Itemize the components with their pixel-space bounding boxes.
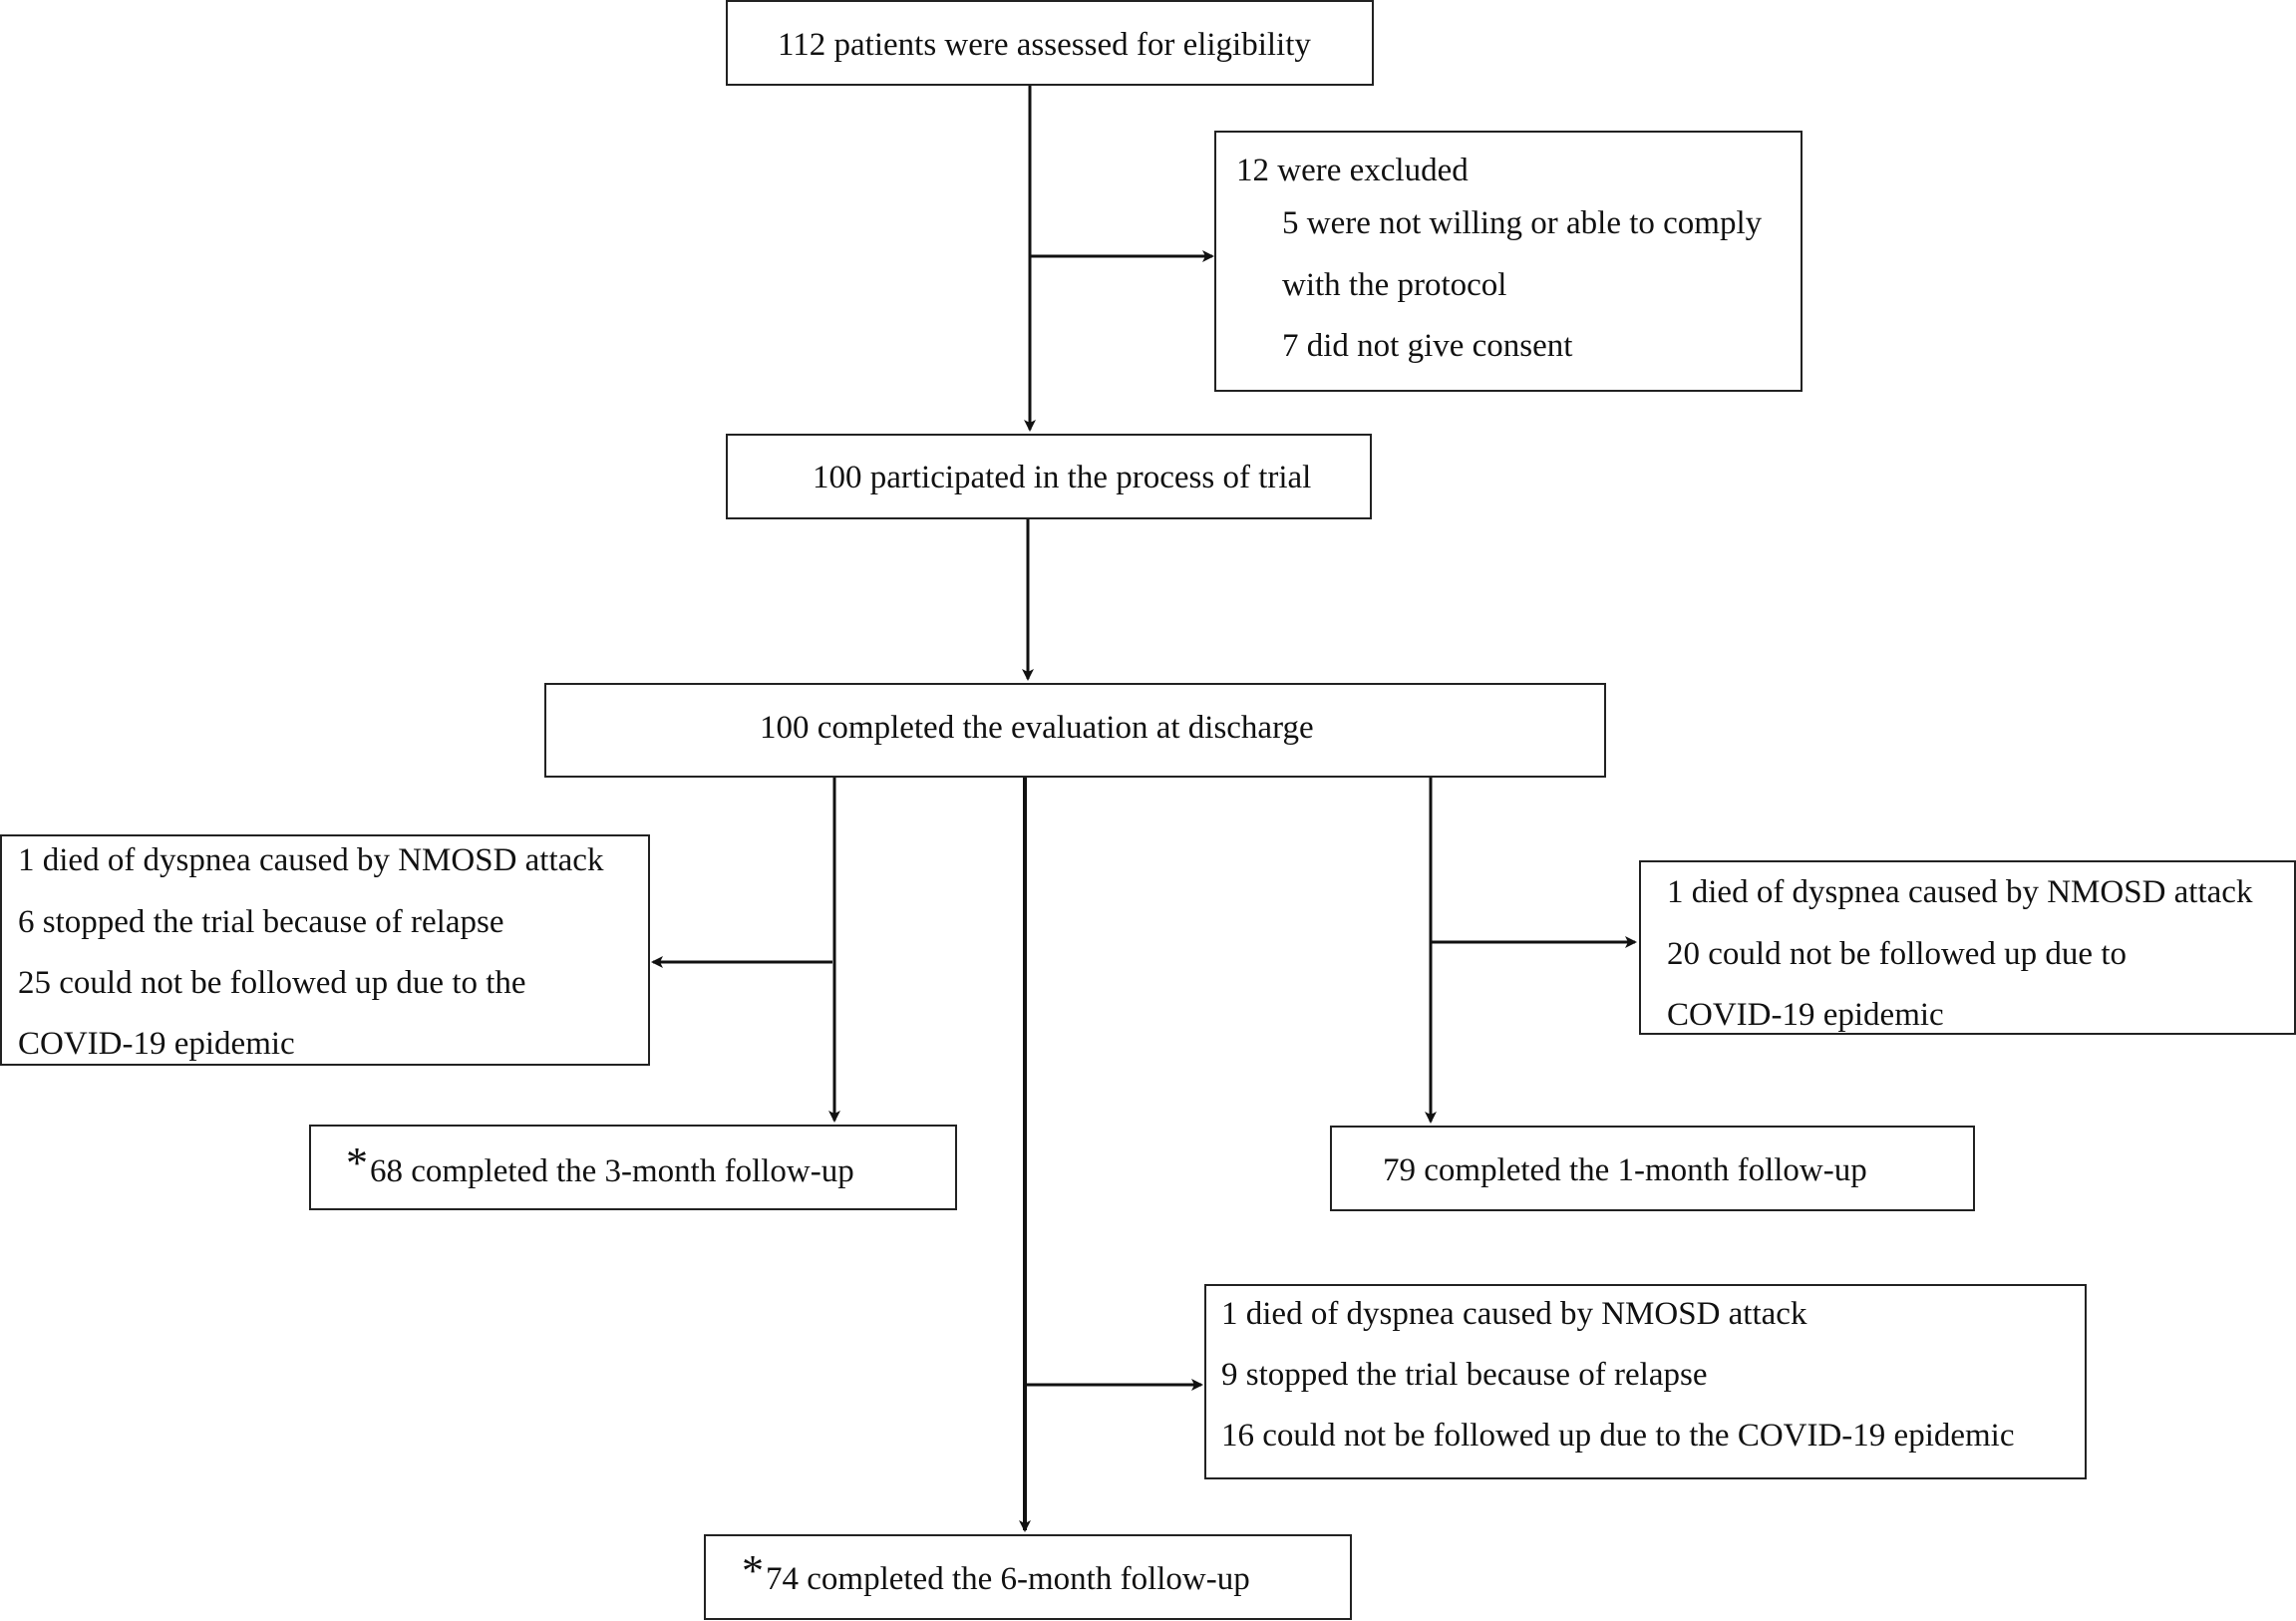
participated-text: 100 participated in the process of trial <box>813 460 1312 495</box>
loss-1month-line-2: 20 could not be followed up due to <box>1667 936 2128 972</box>
participated-box: 100 participated in the process of trial <box>726 434 1372 519</box>
followup-6month-box: *74 completed the 6-month follow-up <box>704 1534 1352 1620</box>
loss-6month-line-2: 9 stopped the trial because of relapse <box>1221 1357 1708 1393</box>
loss-3month-box: 1 died of dyspnea caused by NMOSD attack… <box>0 834 650 1066</box>
loss-3month-line-2: 6 stopped the trial because of relapse <box>18 904 504 940</box>
discharge-text: 100 completed the evaluation at discharg… <box>760 710 1314 746</box>
loss-1month-line-1: 1 died of dyspnea caused by NMOSD attack <box>1667 874 2253 910</box>
eligibility-text: 112 patients were assessed for eligibili… <box>778 27 1311 63</box>
followup-3month-box: *68 completed the 3-month follow-up <box>309 1125 957 1210</box>
discharge-box: 100 completed the evaluation at discharg… <box>544 683 1606 778</box>
followup-1month-box: 79 completed the 1-month follow-up <box>1330 1126 1975 1211</box>
loss-1month-box: 1 died of dyspnea caused by NMOSD attack… <box>1639 860 2296 1035</box>
loss-3month-line-1: 1 died of dyspnea caused by NMOSD attack <box>18 842 604 878</box>
followup-3month-label: 68 completed the 3-month follow-up <box>370 1153 854 1189</box>
asterisk-marker: * <box>346 1138 368 1187</box>
loss-3month-line-4: COVID-19 epidemic <box>18 1026 295 1062</box>
loss-6month-line-1: 1 died of dyspnea caused by NMOSD attack <box>1221 1296 1807 1332</box>
loss-3month-line-3: 25 could not be followed up due to the <box>18 965 526 1001</box>
followup-1month-text: 79 completed the 1-month follow-up <box>1383 1152 1867 1188</box>
loss-1month-line-3: COVID-19 epidemic <box>1667 997 1944 1033</box>
excluded-item-1-line-2: with the protocol <box>1282 267 1507 303</box>
excluded-item-1-line-1: 5 were not willing or able to comply <box>1282 205 1763 241</box>
asterisk-marker: * <box>742 1546 764 1595</box>
excluded-title: 12 were excluded <box>1236 153 1469 188</box>
loss-6month-box: 1 died of dyspnea caused by NMOSD attack… <box>1204 1284 2087 1479</box>
loss-6month-line-3: 16 could not be followed up due to the C… <box>1221 1418 2015 1454</box>
excluded-item-2: 7 did not give consent <box>1282 328 1573 364</box>
followup-6month-label: 74 completed the 6-month follow-up <box>766 1561 1250 1597</box>
followup-3month-text: *68 completed the 3-month follow-up <box>346 1141 854 1190</box>
eligibility-box: 112 patients were assessed for eligibili… <box>726 0 1374 86</box>
excluded-box: 12 were excluded 5 were not willing or a… <box>1214 131 1803 392</box>
followup-6month-text: *74 completed the 6-month follow-up <box>742 1549 1250 1598</box>
